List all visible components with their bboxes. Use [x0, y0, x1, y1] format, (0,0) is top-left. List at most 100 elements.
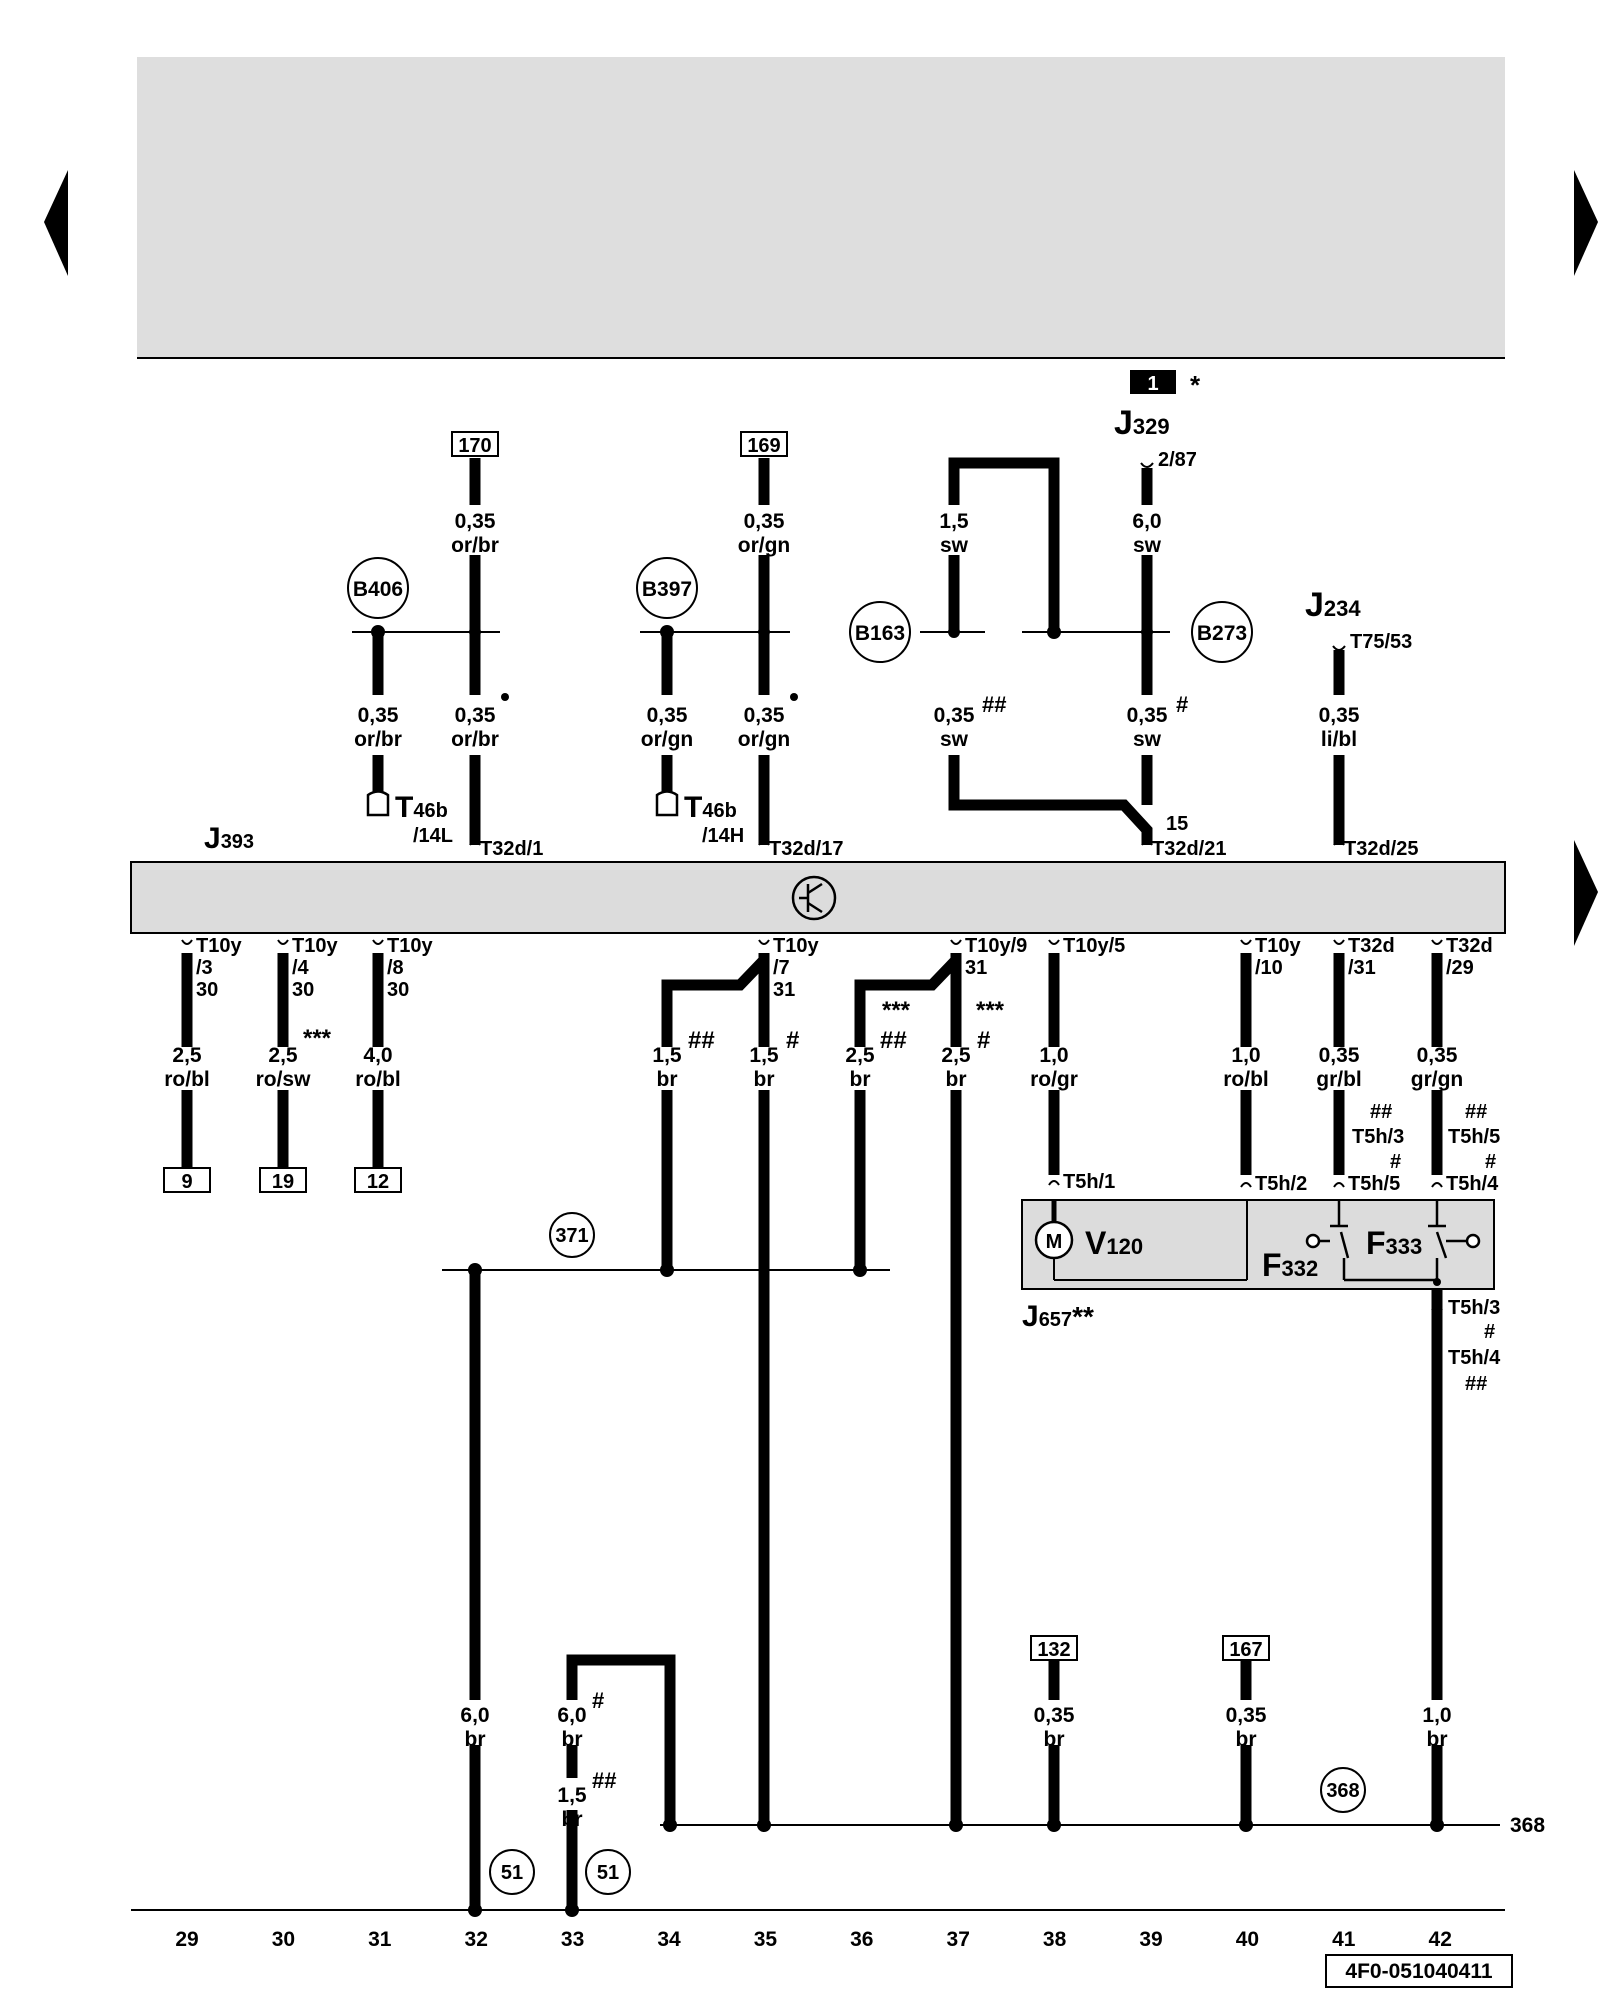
box-170: 170 [458, 435, 491, 457]
pin-T32d-21: T32d/21 [1152, 838, 1226, 860]
circle-B397: B397 [642, 578, 692, 601]
wire-30-size: 2,5 [268, 1044, 298, 1067]
pin-t5h2: T5h/2 [1255, 1173, 1307, 1195]
page-marker: 1 [1147, 373, 1158, 395]
column-number: 39 [1139, 1928, 1162, 1951]
column-number: 41 [1332, 1928, 1356, 1951]
wire-36-note: ## [880, 1027, 907, 1054]
pin-T32d-17: T32d/17 [769, 838, 843, 860]
wire-163-note: ## [982, 692, 1006, 717]
wire-29-size: 2,5 [172, 1044, 202, 1067]
pin-t5h3a: T5h/3 [1352, 1126, 1404, 1148]
wire-32b-color: br [465, 1728, 486, 1751]
pin-t5h1: T5h/1 [1063, 1171, 1115, 1193]
circle-51-a: 51 [501, 1862, 523, 1884]
pin-T32d-1: T32d/1 [480, 838, 543, 860]
wire-36-color: br [850, 1068, 871, 1091]
nav-next-arrow-mid[interactable] [1574, 840, 1598, 946]
wire-35-color: br [754, 1068, 775, 1091]
wire-37-size: 2,5 [941, 1044, 971, 1067]
page-marker-box [1130, 370, 1176, 394]
column-number: 34 [657, 1928, 681, 1951]
circle-B273: B273 [1197, 622, 1247, 645]
column-number: 38 [1043, 1928, 1067, 1951]
wire-36-size: 2,5 [845, 1044, 875, 1067]
column-number: 42 [1429, 1928, 1452, 1951]
wire-32b-size: 6,0 [460, 1704, 489, 1727]
nav-next-arrow-top[interactable] [1574, 170, 1598, 276]
wire-35-note: # [786, 1027, 799, 1054]
label-note-42d: ## [1465, 1373, 1487, 1395]
wire-38b-size: 0,35 [1034, 1704, 1075, 1727]
wire-42b-size: 1,0 [1422, 1704, 1451, 1727]
pin-t5h4b: T5h/4 [1448, 1347, 1501, 1369]
label-note-41a: ## [1370, 1101, 1392, 1123]
wire-170-color: or/br [451, 534, 499, 557]
column-number: 40 [1236, 1928, 1259, 1951]
circle-B163: B163 [855, 622, 905, 645]
pin-A6: T10y/5 [1063, 935, 1125, 957]
pin-A7: T10y/10 [1255, 935, 1301, 979]
wire-273-size: 0,35 [1127, 704, 1168, 727]
label-T46b-L: T46b [395, 791, 448, 824]
label-J657: J657** [1022, 1300, 1094, 1333]
wire-35-size: 1,5 [749, 1044, 779, 1067]
circle-B406: B406 [353, 578, 403, 601]
wire-234-size: 0,35 [1319, 704, 1360, 727]
wire-40b-color: br [1236, 1728, 1257, 1751]
wire-163-color: sw [940, 728, 969, 751]
pin-A9: T32d/29 [1446, 935, 1493, 979]
box-19: 19 [272, 1171, 294, 1193]
box-12: 12 [367, 1171, 389, 1193]
wire-sw60-size: 6,0 [1132, 510, 1161, 533]
wire-sw15-size: 1,5 [939, 510, 969, 533]
label-J329: J329 [1114, 404, 1170, 442]
drawing-code-box [1325, 1954, 1513, 1988]
column-number: 32 [465, 1928, 488, 1951]
wire-163-size: 0,35 [934, 704, 975, 727]
label-note-42c: # [1484, 1321, 1495, 1343]
wire-29-color: ro/bl [164, 1068, 210, 1091]
column-number: 33 [561, 1928, 584, 1951]
note-triple-36: *** [882, 997, 911, 1024]
module-J393 [130, 861, 1506, 934]
wire-406r-color: or/br [451, 728, 499, 751]
box-132: 132 [1037, 1639, 1070, 1661]
wire-273-color: sw [1133, 728, 1162, 751]
wire-33a-note: # [592, 1688, 604, 1713]
column-number: 29 [175, 1928, 198, 1951]
label-V120: V120 [1085, 1225, 1143, 1261]
pin-t5h5b: T5h/5 [1348, 1173, 1400, 1195]
column-number: 35 [754, 1928, 778, 1951]
pin-T32d-25: T32d/25 [1344, 838, 1418, 860]
wire-41-color: gr/bl [1316, 1068, 1362, 1091]
transistor-icon [791, 875, 837, 921]
label-note-41b: # [1390, 1151, 1401, 1173]
wire-41-size: 0,35 [1319, 1044, 1360, 1067]
wire-31-color: ro/bl [355, 1068, 401, 1091]
column-number: 30 [272, 1928, 295, 1951]
wire-169-color: or/gn [738, 534, 791, 557]
wire-42b-color: br [1427, 1728, 1448, 1751]
pin-A8: T32d/31 [1348, 935, 1395, 979]
circle-371: 371 [555, 1225, 588, 1247]
wire-38b-color: br [1044, 1728, 1065, 1751]
circle-51-b: 51 [597, 1862, 619, 1884]
label-F332: F332 [1262, 1247, 1318, 1283]
wire-406l-size: 0,35 [358, 704, 399, 727]
wire-169-size: 0,35 [744, 510, 785, 533]
label-J393: J393 [204, 822, 254, 855]
label-J234: J234 [1305, 586, 1361, 624]
wire-33b-size: 1,5 [557, 1784, 587, 1807]
wire-33b-color: br [562, 1808, 583, 1831]
wire-170-size: 0,35 [455, 510, 496, 533]
nav-prev-arrow[interactable] [44, 170, 68, 276]
module-J657 [1021, 1199, 1495, 1290]
